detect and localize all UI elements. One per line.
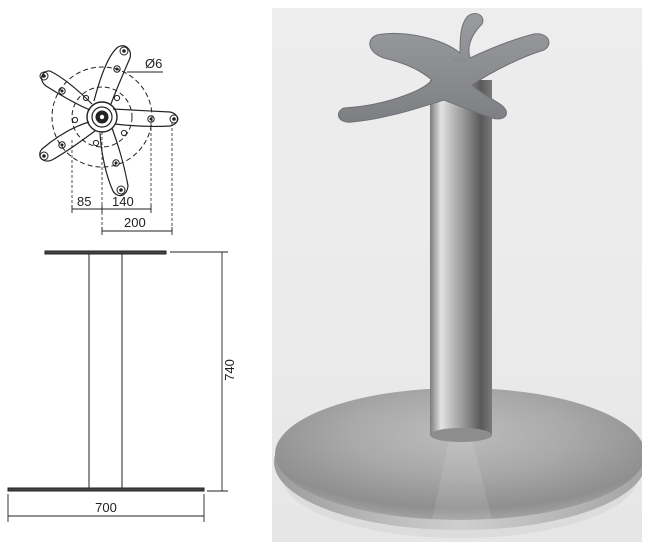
height-label: 740 (222, 359, 237, 381)
base-width-label: 700 (95, 500, 117, 515)
dim-outer-label: 200 (124, 215, 146, 230)
base-disk (274, 388, 646, 530)
hole-diameter-label: Ø6 (145, 56, 162, 71)
product-photo (272, 8, 646, 542)
outer-bolt-circle (51, 66, 153, 168)
star-arms (39, 45, 179, 197)
technical-drawing: Ø6 85 140 200 740 700 (7, 45, 237, 522)
height-dimension (170, 251, 228, 492)
hub-inner-ring (91, 106, 113, 128)
inner-bolt-circle (71, 86, 133, 148)
column (430, 80, 492, 442)
base-width-dimension (7, 494, 205, 522)
dim-inner-label: 140 (112, 194, 134, 209)
base-profile (7, 487, 205, 492)
extension-lines (71, 123, 173, 232)
side-view (7, 250, 228, 522)
top-view (39, 45, 179, 235)
top-star-plate (337, 13, 550, 123)
bolt-holes (39, 46, 179, 195)
dimension-lines (71, 205, 173, 235)
dim-offset-label: 85 (77, 194, 91, 209)
column-profile (88, 253, 123, 489)
